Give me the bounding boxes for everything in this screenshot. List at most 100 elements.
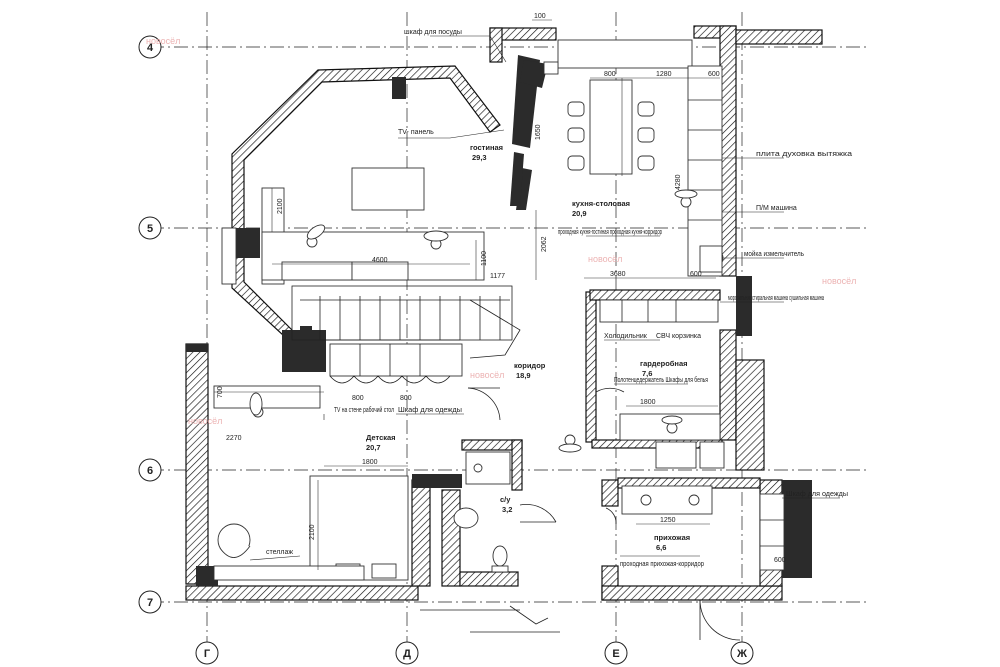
svg-text:800: 800	[352, 395, 364, 402]
svg-text:100: 100	[534, 13, 546, 20]
svg-text:прихожая: прихожая	[654, 533, 690, 542]
label-microwave: СВЧ корзинка	[656, 333, 701, 340]
svg-text:29,3: 29,3	[472, 153, 487, 162]
svg-text:4600: 4600	[372, 257, 388, 264]
label-dishwasher: П/М машина	[756, 205, 797, 212]
svg-text:600: 600	[690, 271, 702, 278]
svg-text:1280: 1280	[656, 71, 672, 78]
axis-col-d: Д	[395, 641, 419, 665]
person-figure-1	[306, 224, 326, 248]
label-hall-passage: проходная прихожая-корридор	[620, 561, 704, 568]
corridor-elements	[467, 387, 582, 523]
axis-row-4: 4	[138, 35, 162, 59]
svg-text:3,2: 3,2	[502, 505, 512, 514]
svg-text:гардеробная: гардеробная	[640, 359, 688, 368]
svg-text:новосёл: новосёл	[188, 416, 222, 426]
svg-text:600: 600	[774, 557, 786, 564]
svg-text:1650: 1650	[535, 124, 542, 140]
axis-markers: 4 5 6 7 Г Д Е Ж	[138, 35, 754, 665]
leader-lines	[249, 35, 840, 561]
svg-text:Г: Г	[204, 648, 211, 660]
svg-text:кухня-столовая: кухня-столовая	[572, 199, 630, 208]
axis-row-5: 5	[138, 216, 162, 240]
svg-text:1250: 1250	[660, 517, 676, 524]
hall-fixtures	[605, 485, 785, 641]
label-washer-stack: морозильник стиральная машина сушильная …	[728, 295, 824, 302]
label-window-sill: стеллаж	[266, 549, 293, 556]
person-figure-3	[674, 189, 698, 208]
svg-text:коридор: коридор	[514, 361, 546, 370]
dimension-texts: 100 800 1280 600 2100 4600 1100 1177 206…	[217, 13, 786, 564]
svg-text:600: 600	[708, 71, 720, 78]
svg-text:1100: 1100	[481, 251, 488, 266]
axis-col-zh: Ж	[730, 641, 754, 665]
svg-text:Детская: Детская	[366, 433, 396, 442]
svg-text:20,9: 20,9	[572, 209, 587, 218]
svg-text:4280: 4280	[675, 174, 682, 190]
label-dish-cabinet: шкаф для посуды	[404, 29, 462, 36]
svg-text:4: 4	[147, 42, 154, 54]
svg-text:1800: 1800	[640, 399, 656, 406]
staircase	[291, 285, 521, 359]
label-tv-wall: TV на стене рабочий стол	[334, 406, 394, 414]
room-label-living: гостиная 29,3	[470, 143, 503, 162]
svg-text:с/у: с/у	[500, 495, 511, 504]
svg-text:Д: Д	[403, 648, 411, 660]
svg-text:новосёл: новосёл	[146, 36, 180, 46]
svg-text:новосёл: новосёл	[588, 254, 622, 264]
axis-col-g: Г	[195, 641, 219, 665]
svg-text:новосёл: новосёл	[470, 370, 504, 380]
walls	[185, 25, 823, 601]
svg-text:5: 5	[147, 223, 153, 235]
axis-row-7: 7	[138, 590, 162, 614]
room-label-dressing: гардеробная 7,6	[640, 359, 688, 378]
label-wardrobe-kids: Шкаф для одежды	[398, 407, 462, 414]
svg-text:2062: 2062	[541, 236, 548, 252]
svg-text:Ж: Ж	[736, 648, 747, 660]
room-label-kitchen: кухня-столовая 20,9	[572, 199, 630, 218]
label-kitchen-corridor: проходная кухня-гостиная проходная кухня…	[558, 229, 662, 236]
svg-text:1800: 1800	[362, 459, 378, 466]
svg-text:2100: 2100	[277, 198, 284, 214]
svg-text:7,6: 7,6	[642, 369, 652, 378]
label-wardrobe-hall: Шкаф для одежды	[786, 491, 848, 498]
living-furniture	[221, 152, 524, 285]
label-tv-panel: TV- панель	[398, 129, 434, 136]
wc-fixtures	[453, 451, 511, 573]
svg-text:7: 7	[147, 597, 153, 609]
dressing-furniture	[595, 299, 725, 469]
svg-text:20,7: 20,7	[366, 443, 381, 452]
room-label-hall: прихожая 6,6	[654, 533, 690, 552]
axis-col-e: Е	[604, 641, 628, 665]
svg-text:800: 800	[604, 71, 616, 78]
svg-text:18,9: 18,9	[516, 371, 531, 380]
svg-text:800: 800	[400, 395, 412, 402]
watermark-logos: новосёл новосёл новосёл новосёл новосёл	[146, 36, 856, 426]
room-label-corridor: коридор 18,9	[514, 361, 546, 380]
bottom-elements	[420, 605, 560, 633]
label-sink: мойка измельчитель	[744, 250, 804, 258]
svg-text:1177: 1177	[490, 273, 505, 280]
label-fridge: Холодильник	[604, 333, 648, 340]
label-plate-stack: плита духовка вытяжка	[756, 151, 852, 158]
room-label-kids: Детская 20,7	[366, 433, 396, 452]
svg-text:700: 700	[217, 386, 224, 398]
svg-text:2270: 2270	[226, 435, 242, 442]
axis-row-6: 6	[138, 458, 162, 482]
svg-text:2100: 2100	[309, 524, 316, 540]
svg-text:6,6: 6,6	[656, 543, 666, 552]
person-figure-6	[249, 392, 264, 418]
dimension-lines	[214, 19, 720, 570]
person-figure-4	[558, 434, 582, 453]
person-figure-2	[423, 230, 449, 250]
svg-text:Е: Е	[612, 648, 619, 660]
kitchen-furniture	[520, 39, 724, 277]
kids-furniture	[213, 343, 463, 581]
room-label-wc: с/у 3,2	[500, 495, 512, 514]
label-linen-shelves: Полотенцедержатель Шкафы для белья	[614, 376, 708, 384]
svg-text:новосёл: новосёл	[822, 276, 856, 286]
person-figure-5	[661, 415, 683, 434]
svg-text:3680: 3680	[610, 271, 626, 278]
svg-text:6: 6	[147, 465, 153, 477]
